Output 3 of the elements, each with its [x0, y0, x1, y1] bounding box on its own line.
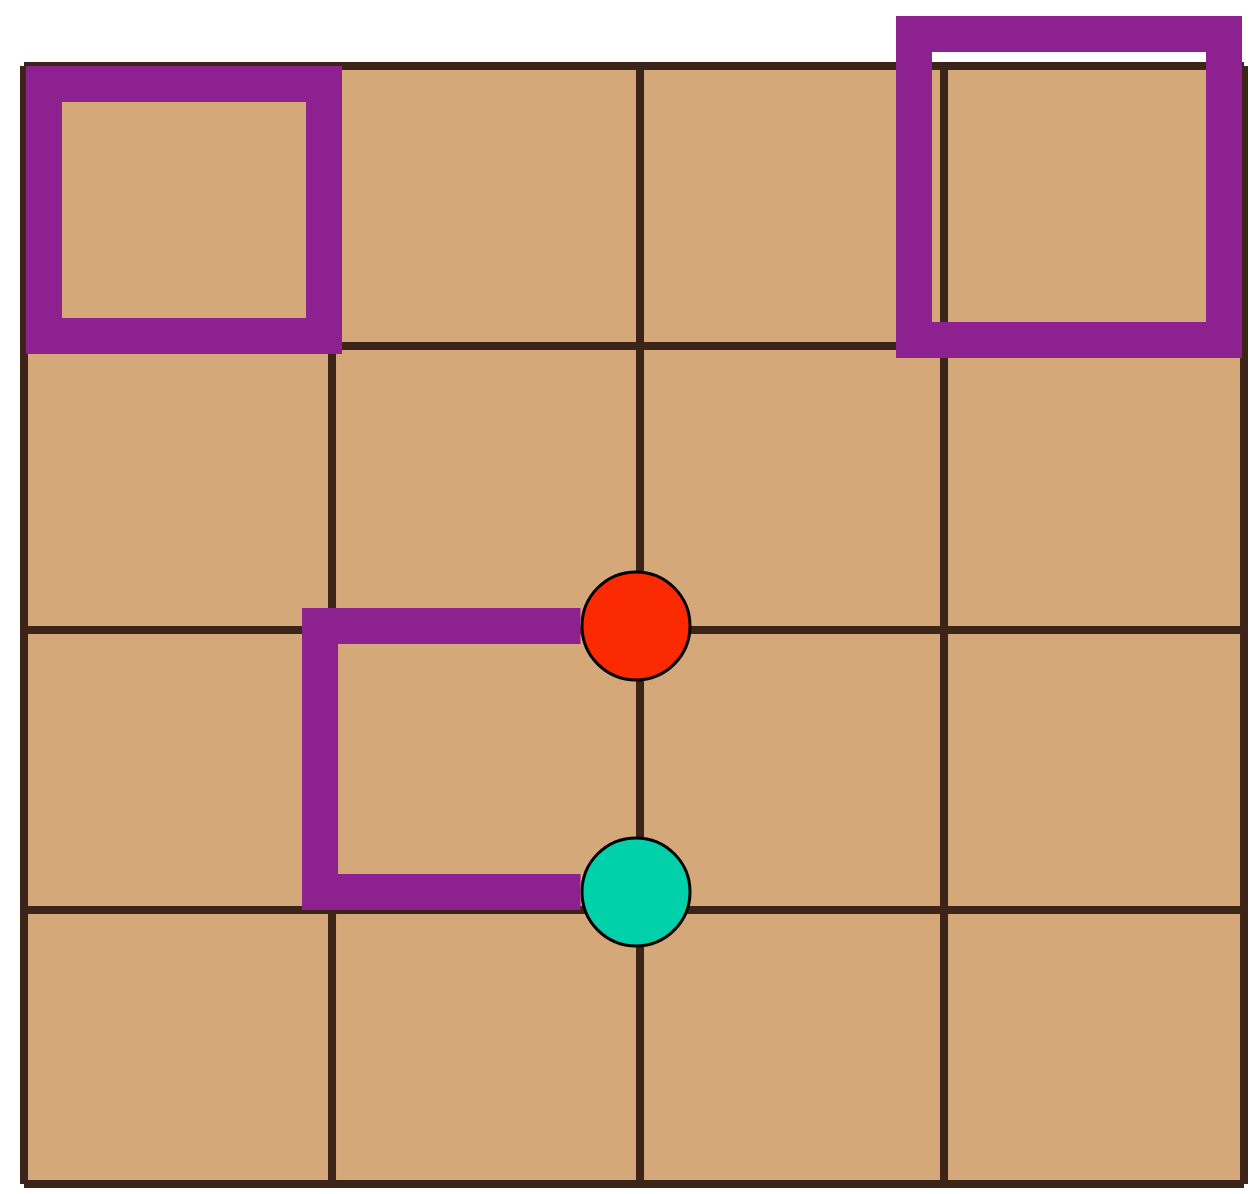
- circle-marker: [580, 570, 692, 682]
- path-line: [302, 608, 581, 910]
- circle-marker: [580, 836, 692, 948]
